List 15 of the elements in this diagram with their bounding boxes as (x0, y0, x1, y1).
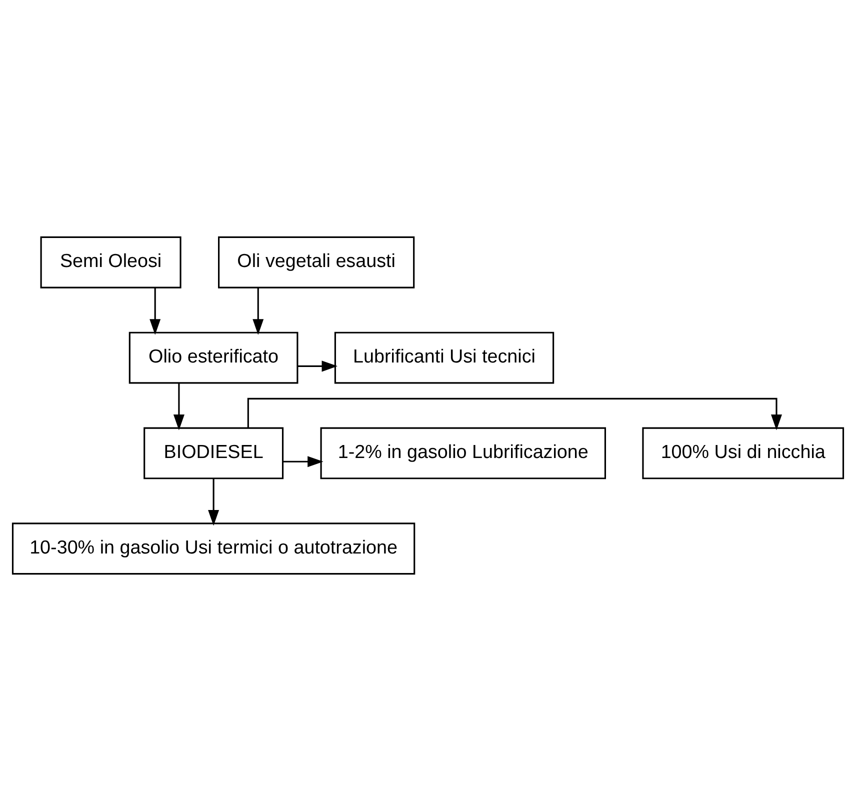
node-box: 10-30% in gasolio Usi termici o autotrazione (12, 522, 416, 574)
arrow (173, 382, 184, 430)
node-box: Semi Oleosi (40, 236, 182, 288)
arrow (283, 456, 324, 467)
arrow (208, 478, 220, 526)
node-box: BIODIESEL (144, 426, 284, 479)
node-box: 1-2% in gasolio Lubrificazione (320, 426, 606, 479)
node-box: 100% Usi di nicchia (642, 426, 844, 479)
node-box: Olio esterificato (128, 331, 298, 384)
node-box: Oli vegetali esausti (218, 236, 415, 288)
arrow (252, 287, 264, 334)
arrow (298, 360, 338, 372)
arrow (150, 287, 161, 334)
arrow (247, 397, 782, 430)
node-box: Lubrificanti Usi tecnici (334, 331, 554, 384)
